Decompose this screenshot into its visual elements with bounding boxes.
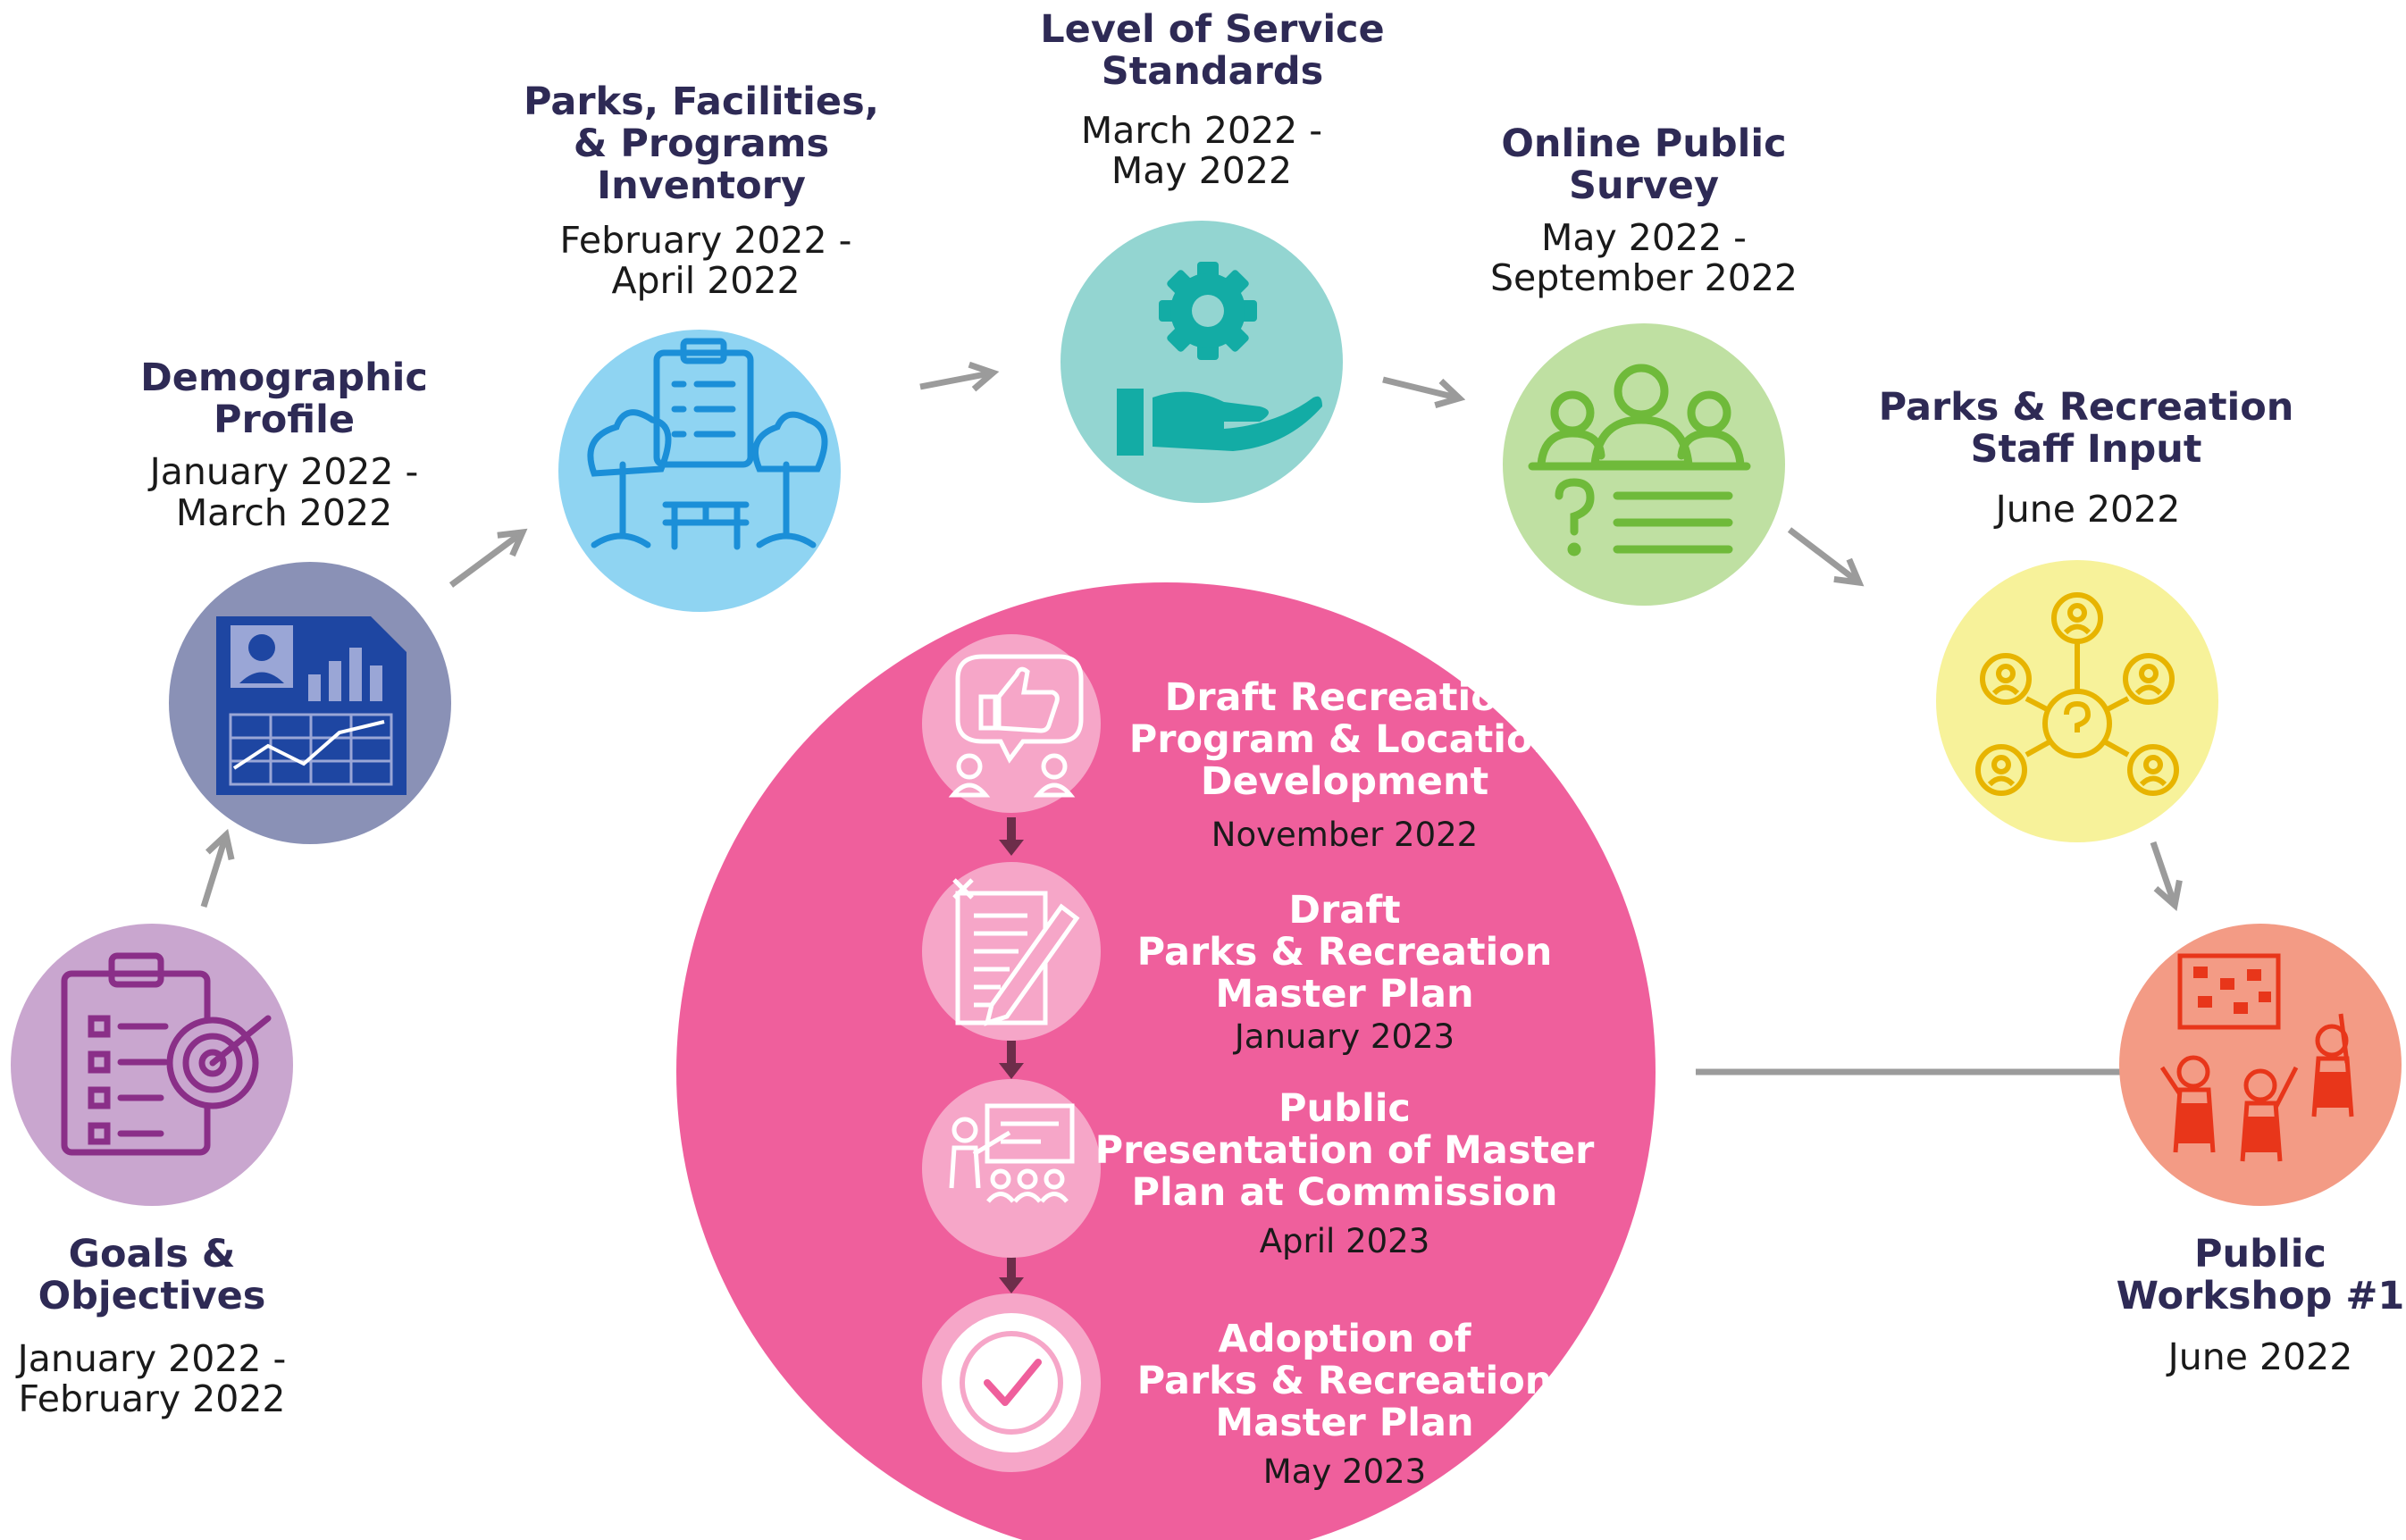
workshop-circle <box>2119 924 2402 1206</box>
network-people-icon <box>1975 592 2179 796</box>
clipboard-target-icon <box>61 952 272 1156</box>
inventory-date: February 2022 -April 2022 <box>560 219 852 302</box>
checkmark-icon <box>984 1359 1042 1406</box>
standards-date: March 2022 -May 2022 <box>1081 109 1322 192</box>
arrow-goals-demographic <box>200 828 235 908</box>
document-pencil-icon <box>952 878 1080 1026</box>
group-question-icon <box>1528 364 1751 557</box>
center-step-1-circle <box>922 634 1101 813</box>
goals-title: Goals &Objectives <box>38 1232 266 1318</box>
center-arrows <box>999 817 1024 1293</box>
survey-date: May 2022 -September 2022 <box>1490 216 1798 299</box>
center-step-4-date: May 2023 <box>1263 1452 1426 1491</box>
center-step-3-date: April 2023 <box>1260 1222 1430 1260</box>
goals-date: January 2022 -February 2022 <box>15 1337 287 1420</box>
arrow-inventory-standards <box>919 361 1000 392</box>
center-step-1-date: November 2022 <box>1211 816 1478 854</box>
center-step-2-date: January 2023 <box>1233 1017 1454 1056</box>
demographic-date: January 2022 -March 2022 <box>147 450 419 534</box>
checkmark-inner-ring <box>960 1331 1063 1435</box>
flow-arrows <box>200 361 2183 911</box>
presentation-audience-icon <box>949 1103 1075 1203</box>
workshop-people-icon <box>2159 953 2354 1162</box>
step-goals: Goals &Objectives January 2022 -February… <box>11 924 293 1420</box>
park-checklist-icon <box>587 338 828 550</box>
workshop-date: June 2022 <box>2166 1335 2353 1378</box>
arrow-survey-staff <box>1787 527 1865 587</box>
staff-date: June 2022 <box>1993 488 2181 531</box>
profile-chart-icon <box>216 616 407 795</box>
arrow-staff-workshop <box>2150 841 2183 911</box>
gear-hand-icon <box>1117 262 1322 456</box>
arrow-demographic-inventory <box>449 528 528 588</box>
big-circle <box>676 582 1656 1540</box>
thumbs-up-discussion-icon <box>948 654 1084 798</box>
arrow-standards-survey <box>1382 376 1466 408</box>
